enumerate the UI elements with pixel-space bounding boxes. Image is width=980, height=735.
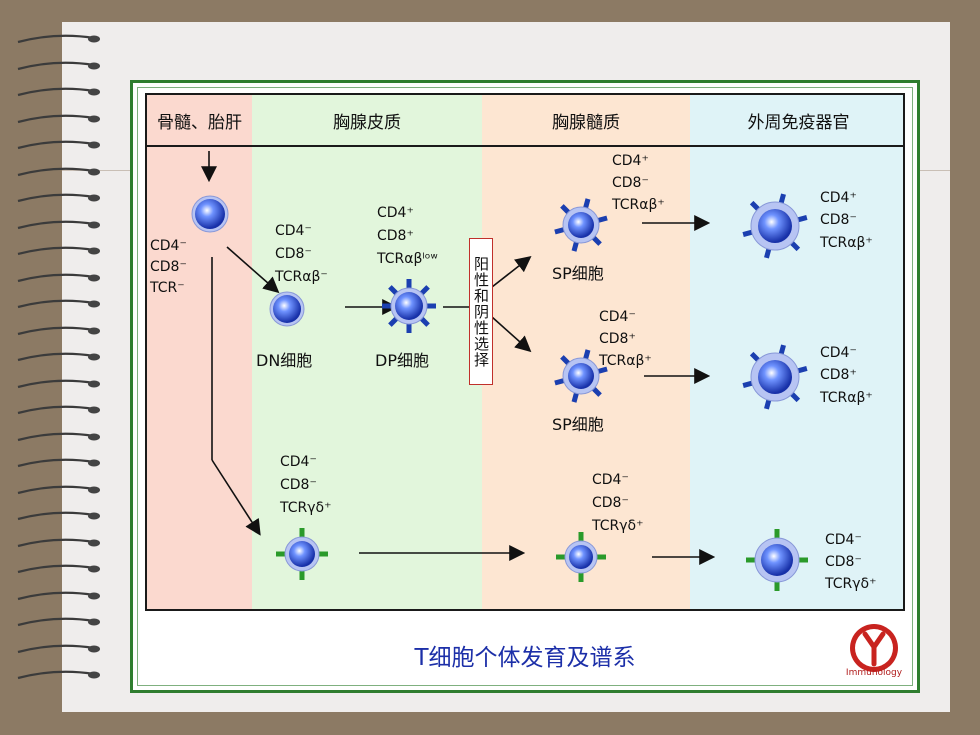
- logo-text: Immunology: [845, 668, 903, 678]
- cell-dp: [382, 279, 436, 333]
- binding-ring: [17, 246, 100, 256]
- binding-ring: [17, 379, 100, 388]
- cell-sp8-periph: [742, 344, 808, 410]
- binding-ring: [17, 670, 100, 680]
- binding-ring: [17, 485, 100, 494]
- cell-stem: [191, 195, 229, 233]
- label-gd-thymus-cd8: CD8⁻: [592, 495, 629, 511]
- label-gd-thymus-tcr: TCRγδ⁺: [592, 518, 644, 534]
- cell-name-sp-mid: SP细胞: [552, 415, 604, 434]
- binding-ring: [17, 538, 100, 547]
- label-gd-early-tcr: TCRγδ⁺: [280, 500, 332, 516]
- binding-ring: [17, 352, 100, 362]
- column-header-peripheral-organs: 外周免疫器官: [747, 112, 850, 133]
- cell-name-dp: DP细胞: [375, 351, 429, 370]
- cell-gd-periph: [746, 529, 808, 591]
- header-divider: [147, 145, 903, 147]
- binding-ring: [17, 644, 100, 653]
- label-gd-thymus-cd4: CD4⁻: [592, 472, 629, 488]
- label-gd-periph-tcr: TCRγδ⁺: [825, 576, 877, 592]
- label-sp4-periph-cd8: CD8⁻: [820, 212, 857, 228]
- label-sp8-periph-cd8: CD8⁺: [820, 367, 857, 383]
- label-dp-cd4: CD4⁺: [377, 205, 414, 221]
- label-dn-tcr: TCRαβ⁻: [275, 269, 328, 285]
- binding-ring: [17, 564, 100, 574]
- cell-gd-early: [276, 528, 328, 580]
- binding-ring: [17, 591, 100, 600]
- cell-sp4-periph: [742, 193, 808, 259]
- binding-ring: [17, 273, 100, 282]
- label-sp4-thymus-tcr: TCRαβ⁺: [612, 197, 665, 213]
- binding-ring: [17, 326, 100, 335]
- column-thymic-cortex: 胸腺皮质: [252, 95, 482, 609]
- label-sp8-periph-tcr: TCRαβ⁺: [820, 390, 873, 406]
- label-sp8-thymus-cd8: CD8⁺: [599, 331, 636, 347]
- binding-ring: [17, 87, 100, 97]
- column-header-bone-marrow: 骨髓、胎肝: [157, 112, 242, 133]
- binding-ring: [17, 458, 100, 468]
- column-header-thymic-medulla: 胸腺髓质: [552, 112, 620, 133]
- binding-ring: [17, 617, 100, 627]
- column-bone-marrow: 骨髓、胎肝: [147, 95, 252, 609]
- label-gd-early-cd8: CD8⁻: [280, 477, 317, 493]
- cell-dn: [269, 291, 305, 327]
- cell-name-dn: DN细胞: [256, 351, 313, 370]
- binding-ring: [17, 34, 100, 44]
- cell-gd-thymus: [556, 532, 606, 582]
- binding-ring: [17, 511, 100, 521]
- flow-arrow: [226, 246, 280, 294]
- label-stem-cd4: CD4⁻: [150, 238, 187, 254]
- label-sp8-thymus-cd4: CD4⁻: [599, 309, 636, 325]
- immunology-logo: [850, 624, 898, 672]
- selection-box: 阳性和阴性选择: [469, 238, 493, 385]
- binding-ring: [17, 220, 100, 229]
- cell-name-sp-top: SP细胞: [552, 264, 604, 283]
- slide-caption: T细胞个体发育及谱系: [414, 645, 636, 671]
- column-peripheral-organs: 外周免疫器官: [690, 95, 903, 609]
- label-dp-cd8: CD8⁺: [377, 228, 414, 244]
- binding-ring: [17, 167, 100, 176]
- label-sp4-thymus-cd8: CD8⁻: [612, 175, 649, 191]
- label-sp4-periph-tcr: TCRαβ⁺: [820, 235, 873, 251]
- cell-sp4-thymus: [554, 198, 608, 252]
- binding-ring: [17, 405, 100, 415]
- flow-arrow: [491, 316, 532, 353]
- diagram-graphics: [191, 151, 808, 591]
- binding-ring: [17, 193, 100, 203]
- binding-ring: [17, 432, 100, 441]
- cell-sp8-thymus: [554, 349, 608, 403]
- label-gd-periph-cd4: CD4⁻: [825, 532, 862, 548]
- label-sp4-periph-cd4: CD4⁺: [820, 190, 857, 206]
- label-stem-cd8: CD8⁻: [150, 259, 187, 275]
- label-sp4-thymus-cd4: CD4⁺: [612, 153, 649, 169]
- label-sp8-periph-cd4: CD4⁻: [820, 345, 857, 361]
- binding-ring: [17, 140, 100, 150]
- t-cell-development-diagram: 骨髓、胎肝 胸腺皮质 胸腺髓质 外周免疫器官 CD4⁻ CD8⁻ TCR⁻ CD…: [145, 93, 905, 611]
- label-dn-cd4: CD4⁻: [275, 223, 312, 239]
- flow-arrow: [491, 256, 532, 288]
- label-dp-tcr: TCRαβˡᵒʷ: [377, 251, 438, 267]
- binding-ring: [17, 61, 100, 70]
- label-dn-cd8: CD8⁻: [275, 246, 312, 262]
- flow-arrow: [211, 459, 261, 536]
- label-gd-periph-cd8: CD8⁻: [825, 554, 862, 570]
- column-header-thymic-cortex: 胸腺皮质: [333, 112, 401, 133]
- binding-ring: [17, 114, 100, 123]
- label-stem-tcr: TCR⁻: [150, 280, 185, 296]
- label-gd-early-cd4: CD4⁻: [280, 454, 317, 470]
- label-sp8-thymus-tcr: TCRαβ⁺: [599, 353, 652, 369]
- binding-ring: [17, 299, 100, 309]
